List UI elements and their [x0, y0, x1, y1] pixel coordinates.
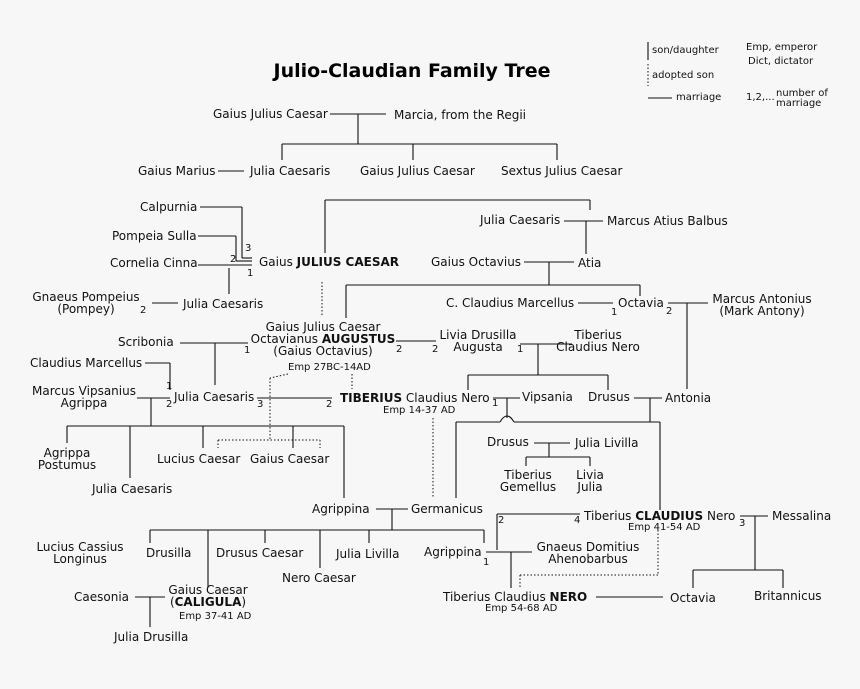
person-nero-emphasis: NERO: [549, 590, 588, 604]
adoption-line: [269, 373, 289, 379]
legend-number-of: number of: [776, 88, 828, 99]
emperor-dates-augustus: Emp 27BC-14AD: [288, 362, 371, 373]
person-julia-livilla-elder: Julia Livilla: [575, 436, 639, 450]
person-marcia: Marcia, from the Regii: [394, 108, 527, 122]
marriage-number: 3: [257, 399, 264, 410]
person-drusus-younger: Drusus: [487, 435, 529, 449]
marriage-number: 2: [140, 305, 147, 316]
person-gaius-julius-caesar-elder: Gaius Julius Caesar: [213, 107, 328, 121]
marriage-number: 2: [166, 399, 173, 410]
person-caesonia: Caesonia: [74, 590, 130, 604]
marriage-number: 2: [396, 344, 403, 355]
person-caligula: Gaius Caesar (CALIGULA): [168, 583, 248, 609]
person-marcus-atius-balbus: Marcus Atius Balbus: [607, 214, 728, 228]
person-augustus: Gaius Julius Caesar Octavianus AUGUSTUS …: [250, 320, 396, 358]
emperor-dates-nero: Emp 54-68 AD: [485, 603, 558, 614]
person-julia-caesaris-sister: Julia Caesaris: [480, 213, 561, 227]
legend-emp: Emp, emperor: [746, 42, 818, 53]
person-claudius: Tiberius CLAUDIUS Nero: [584, 509, 736, 523]
person-marcus-antonius: Marcus Antonius(Mark Antony): [712, 292, 812, 318]
legend-son-daughter: son/daughter: [652, 45, 719, 56]
marriage-number: 1: [247, 268, 254, 279]
person-pompeia-sulla: Pompeia Sulla: [112, 229, 197, 243]
marriage-number: 1: [483, 557, 490, 568]
person-julius-caesar: Gaius JULIUS CAESAR: [259, 255, 400, 269]
legend-dict: Dict, dictator: [748, 56, 814, 67]
marriage-number: 3: [739, 518, 746, 529]
marriage-number: 2: [326, 399, 333, 410]
person-gaius-octavius: Gaius Octavius: [431, 255, 522, 269]
emperor-dates-claudius: Emp 41-54 AD: [628, 522, 701, 533]
person-agrippina-elder: Agrippina: [312, 502, 370, 516]
marriage-number: 1: [517, 344, 524, 355]
marriage-number: 1: [492, 398, 499, 409]
legend-marriage: marriage: [676, 92, 722, 103]
legend-number: 1,2,...: [746, 92, 775, 103]
person-atia: Atia: [578, 256, 602, 270]
marriage-number: 3: [245, 243, 252, 254]
marriage-number: 1: [611, 307, 618, 318]
person-julia-caesaris-aunt: Julia Caesaris: [250, 164, 331, 178]
person-drusus-elder: Drusus: [588, 390, 630, 404]
crossing-arc: [499, 415, 515, 423]
person-scribonia: Scribonia: [118, 335, 174, 349]
person-julia-caesaris-younger: Julia Caesaris: [92, 482, 173, 496]
marriage-number: 2: [666, 306, 673, 317]
person-julia-livilla-younger: Julia Livilla: [336, 547, 400, 561]
person-octavia-younger: Octavia: [670, 591, 716, 605]
marriage-number: 2: [432, 344, 439, 355]
person-messalina: Messalina: [772, 509, 832, 523]
legend-number-marriage: marriage: [776, 98, 822, 109]
person-cornelia-cinna: Cornelia Cinna: [110, 256, 198, 270]
person-agrippina-younger: Agrippina: [424, 545, 482, 559]
person-gaius-marius: Gaius Marius: [138, 164, 216, 178]
person-julia-drusilla: Julia Drusilla: [114, 630, 189, 644]
emperor-dates-tiberius: Emp 14-37 AD: [383, 405, 456, 416]
person-caligula-emphasis: CALIGULA: [174, 595, 242, 609]
person-gaius-julius-caesar-father: Gaius Julius Caesar: [360, 164, 475, 178]
person-gaius-caesar: Gaius Caesar: [250, 452, 330, 466]
person-julia-caesaris-elder: Julia Caesaris: [174, 390, 255, 404]
marriage-number: 2: [230, 254, 237, 265]
person-sextus-julius-caesar: Sextus Julius Caesar: [501, 164, 623, 178]
person-nero-caesar: Nero Caesar: [282, 571, 356, 585]
person-claudius-marcellus: Claudius Marcellus: [30, 356, 143, 370]
person-antonia: Antonia: [665, 391, 712, 405]
marriage-number: 4: [574, 515, 581, 526]
person-claudius-emphasis: CLAUDIUS: [635, 509, 704, 523]
person-julius-caesar-emphasis: JULIUS CAESAR: [296, 255, 400, 269]
person-augustus-emphasis: AUGUSTUS: [321, 332, 396, 346]
person-germanicus: Germanicus: [411, 502, 483, 516]
person-lucius-caesar: Lucius Caesar: [157, 452, 241, 466]
person-tiberius: TIBERIUS Claudius Nero: [340, 391, 490, 405]
person-drusilla: Drusilla: [146, 546, 192, 560]
person-calpurnia: Calpurnia: [140, 200, 198, 214]
person-octavia: Octavia: [618, 296, 664, 310]
legend-adopted-son: adopted son: [652, 70, 715, 81]
person-britannicus: Britannicus: [754, 589, 822, 603]
diagram-title: Julio-Claudian Family Tree: [273, 60, 551, 82]
marriage-number: 1: [244, 345, 251, 356]
person-julia-caesaris-pompey: Julia Caesaris: [183, 297, 264, 311]
person-c-claudius-marcellus: C. Claudius Marcellus: [446, 296, 575, 310]
person-pompey: Gnaeus Pompeius(Pompey): [32, 290, 140, 316]
person-nero: Tiberius Claudius NERO: [443, 590, 588, 604]
marriage-number: 1: [166, 381, 173, 392]
emperor-dates-caligula: Emp 37-41 AD: [179, 611, 252, 622]
person-drusus-caesar: Drusus Caesar: [216, 546, 304, 560]
person-tiberius-emphasis: TIBERIUS: [340, 391, 403, 405]
person-vipsania: Vipsania: [522, 390, 573, 404]
marriage-number: 2: [498, 515, 505, 526]
